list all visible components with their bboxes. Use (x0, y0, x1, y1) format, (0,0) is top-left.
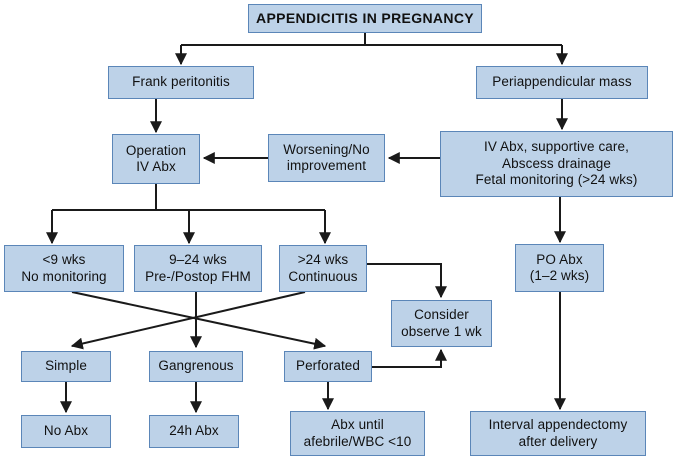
node-abx-until-afebrile: Abx until afebrile/WBC <10 (290, 411, 425, 456)
node-24h-abx: 24h Abx (149, 415, 239, 448)
node-gangrenous: Gangrenous (149, 351, 243, 382)
edge-gt24-to-simple (70, 291, 306, 350)
node-appendicitis-in-pregnancy: APPENDICITIS IN PREGNANCY (248, 4, 482, 33)
node-operation-iv-abx: Operation IV Abx (112, 134, 200, 184)
node-po-abx: PO Abx (1–2 wks) (515, 244, 604, 292)
node-periappendicular-mass: Periappendicular mass (476, 66, 648, 99)
node-consider-observe-1-wk: Consider observe 1 wk (391, 300, 492, 347)
edge-lt9-to-perforated (71, 291, 327, 350)
edge-gt24-to-consider (367, 263, 447, 299)
node-less-than-9-wks: <9 wks No monitoring (4, 245, 124, 292)
node-interval-appendectomy: Interval appendectomy after delivery (470, 411, 646, 456)
node-frank-peritonitis: Frank peritonitis (108, 66, 254, 99)
node-perforated: Perforated (284, 351, 372, 382)
node-no-abx: No Abx (21, 415, 111, 448)
node-worsening-no-improvement: Worsening/No improvement (268, 134, 385, 182)
node-iv-abx-supportive-care: IV Abx, supportive care, Abscess drainag… (440, 131, 673, 197)
edge-perforated-to-consider (372, 348, 447, 368)
node-simple: Simple (21, 351, 111, 382)
node-greater-than-24-wks: >24 wks Continuous (279, 245, 367, 292)
node-9-to-24-wks: 9–24 wks Pre-/Postop FHM (134, 245, 262, 292)
